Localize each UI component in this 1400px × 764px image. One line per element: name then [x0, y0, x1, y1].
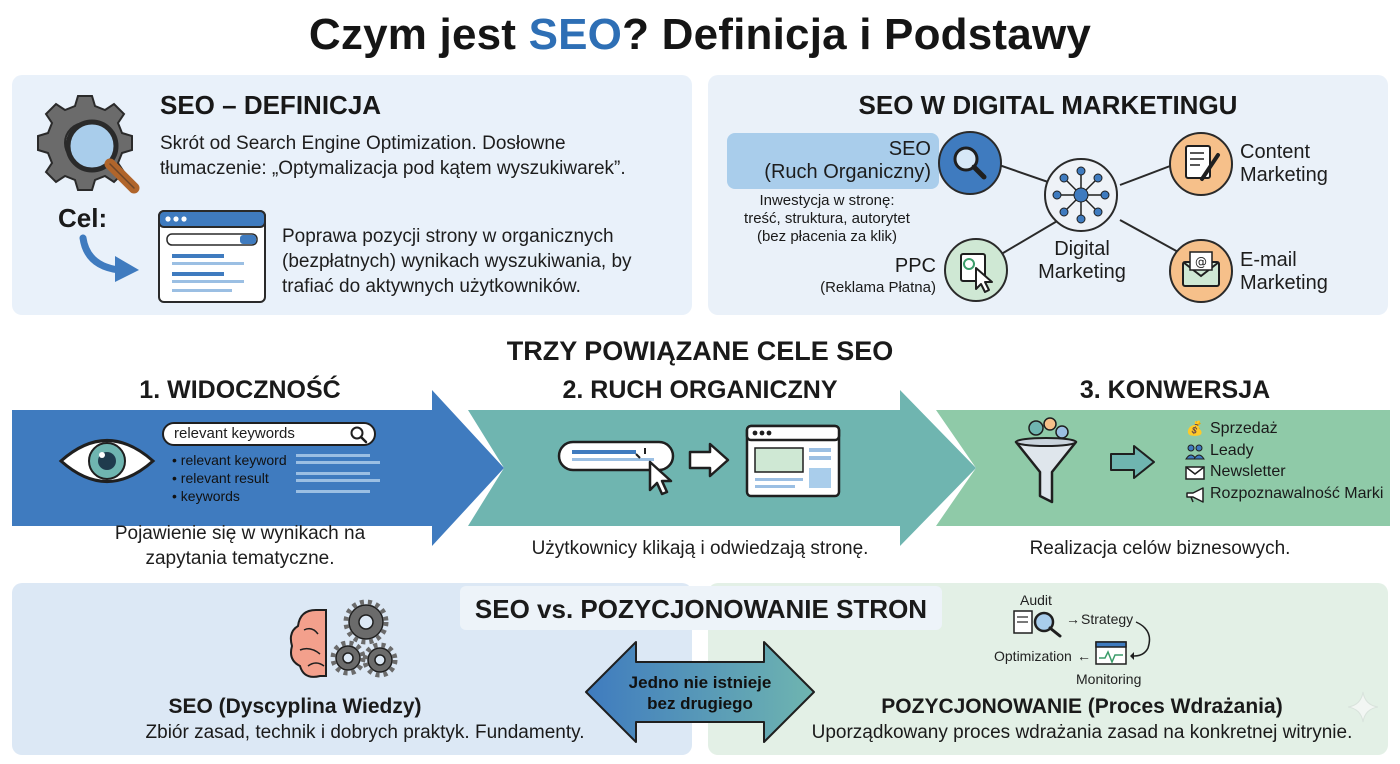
funnel-icon	[1014, 417, 1078, 504]
email-envelope-icon: @	[1169, 239, 1233, 303]
hub-label-1: Digital	[1054, 238, 1110, 260]
seo-label: SEO	[888, 138, 931, 160]
ppc-desc: (Reklama Płatna)	[820, 279, 936, 296]
goals-heading: TRZY POWIĄZANE CELE SEO	[506, 336, 894, 366]
conversion-newsletter: Newsletter	[1210, 463, 1286, 480]
goal-text-3: trafiać do aktywnych użytkowników.	[282, 276, 581, 297]
goal-text-2: (bezpłatnych) wynikach wyszukiwania, by	[282, 251, 632, 272]
cycle-monitoring: Monitoring	[1076, 671, 1142, 687]
search-bar	[162, 422, 376, 446]
ppc-click-icon	[944, 238, 1008, 302]
browser-window-icon	[158, 210, 266, 303]
result-1: • relevant keyword	[172, 452, 287, 468]
sparkle-icon	[1347, 691, 1379, 723]
goal-2-desc: Użytkownicy klikają i odwiedzają stronę.	[531, 538, 869, 559]
goal-3-label: 3. KONWERSJA	[1079, 376, 1271, 404]
ppc-label: PPC	[894, 255, 936, 277]
curved-arrow-icon	[79, 234, 139, 282]
goal-text-1: Poprawa pozycji strony w organicznych	[282, 226, 614, 247]
seo-desc-3: (bez płacenia za klik)	[756, 228, 898, 245]
money-bag-icon: 💰	[1186, 420, 1204, 436]
definition-text-2: tłumaczenie: „Optymalizacja pod kątem wy…	[160, 158, 626, 179]
eye-icon	[58, 439, 156, 483]
email-label-1: E-mail	[1240, 249, 1297, 271]
definition-heading: SEO – DEFINICJA	[160, 90, 382, 120]
right-arrow-icon	[1110, 445, 1155, 479]
content-label-2: Marketing	[1240, 164, 1328, 186]
megaphone-icon	[1186, 487, 1204, 503]
search-query: relevant keywords	[174, 425, 295, 442]
click-to-page-icon	[557, 440, 730, 496]
goal-3-desc: Realizacja celów biznesowych.	[1029, 538, 1291, 559]
svg-text:@: @	[1195, 255, 1207, 269]
definition-text-1: Skrót od Search Engine Optimization. Dos…	[160, 133, 566, 154]
double-arrow-icon	[585, 641, 815, 743]
goal-2-label: 2. RUCH ORGANICZNY	[562, 376, 838, 404]
brain-gears-icon	[289, 599, 398, 678]
interdependence-text-1: Jedno nie istnieje	[628, 673, 772, 692]
content-document-icon	[1169, 132, 1233, 196]
email-label-2: Marketing	[1240, 272, 1328, 294]
interdependence-text-2: bez drugiego	[647, 694, 753, 713]
cycle-curve-arrow	[1130, 621, 1151, 660]
monitoring-screen-icon	[1095, 641, 1127, 665]
seo-desc-2: treść, struktura, autorytet	[744, 210, 910, 227]
goal-1-label: 1. WIDOCZNOŚĆ	[139, 376, 341, 404]
seo-label-sub: (Ruch Organiczny)	[764, 161, 931, 183]
search-icon	[350, 426, 368, 444]
seo-search-icon	[938, 131, 1002, 195]
result-2: • relevant result	[172, 470, 269, 486]
positioning-desc: Uporządkowany proces wdrażania zasad na …	[811, 722, 1353, 743]
comparison-heading-box	[460, 586, 942, 630]
digital-marketing-heading: SEO W DIGITAL MARKETINGU	[858, 90, 1238, 120]
positioning-title: POZYCJONOWANIE (Proces Wdrażania)	[881, 695, 1283, 718]
arrow-to-strategy: →	[1066, 611, 1080, 627]
gear-magnifier-icon	[37, 95, 140, 194]
website-page-icon	[745, 424, 841, 498]
envelope-icon	[1185, 466, 1205, 480]
hub-label-2: Marketing	[1038, 261, 1126, 283]
result-3: • keywords	[172, 488, 240, 504]
people-icon	[1185, 444, 1205, 460]
digital-marketing-hub-icon	[1044, 158, 1118, 232]
comparison-heading: SEO vs. POZYCJONOWANIE STRON	[474, 594, 928, 624]
cycle-audit: Audit	[1020, 592, 1052, 608]
goal-1-desc-2: zapytania tematyczne.	[145, 548, 335, 569]
goal-1-desc-1: Pojawienie się w wynikach na	[114, 523, 366, 544]
cycle-strategy: Strategy	[1081, 611, 1134, 627]
seo-discipline-desc: Zbiór zasad, technik i dobrych praktyk. …	[145, 722, 585, 743]
goal-label: Cel:	[58, 203, 108, 233]
conversion-brand: Rozpoznawalność Marki	[1210, 485, 1384, 502]
conversion-sales: Sprzedaż	[1210, 420, 1278, 437]
seo-discipline-title: SEO (Dyscyplina Wiedzy)	[168, 695, 422, 718]
result-lines	[296, 454, 380, 493]
page-title: Czym jest SEO? Definicja i Podstawy	[308, 10, 1092, 59]
cycle-optimization: Optimization	[994, 648, 1072, 664]
seo-highlight	[727, 133, 939, 189]
content-label-1: Content	[1240, 141, 1311, 163]
arrow-to-optimization: ←	[1077, 648, 1091, 664]
seo-desc-1: Inwestycja w stronę:	[759, 192, 895, 209]
conversion-leads: Leady	[1210, 442, 1254, 459]
audit-magnifier-icon	[1013, 610, 1062, 638]
